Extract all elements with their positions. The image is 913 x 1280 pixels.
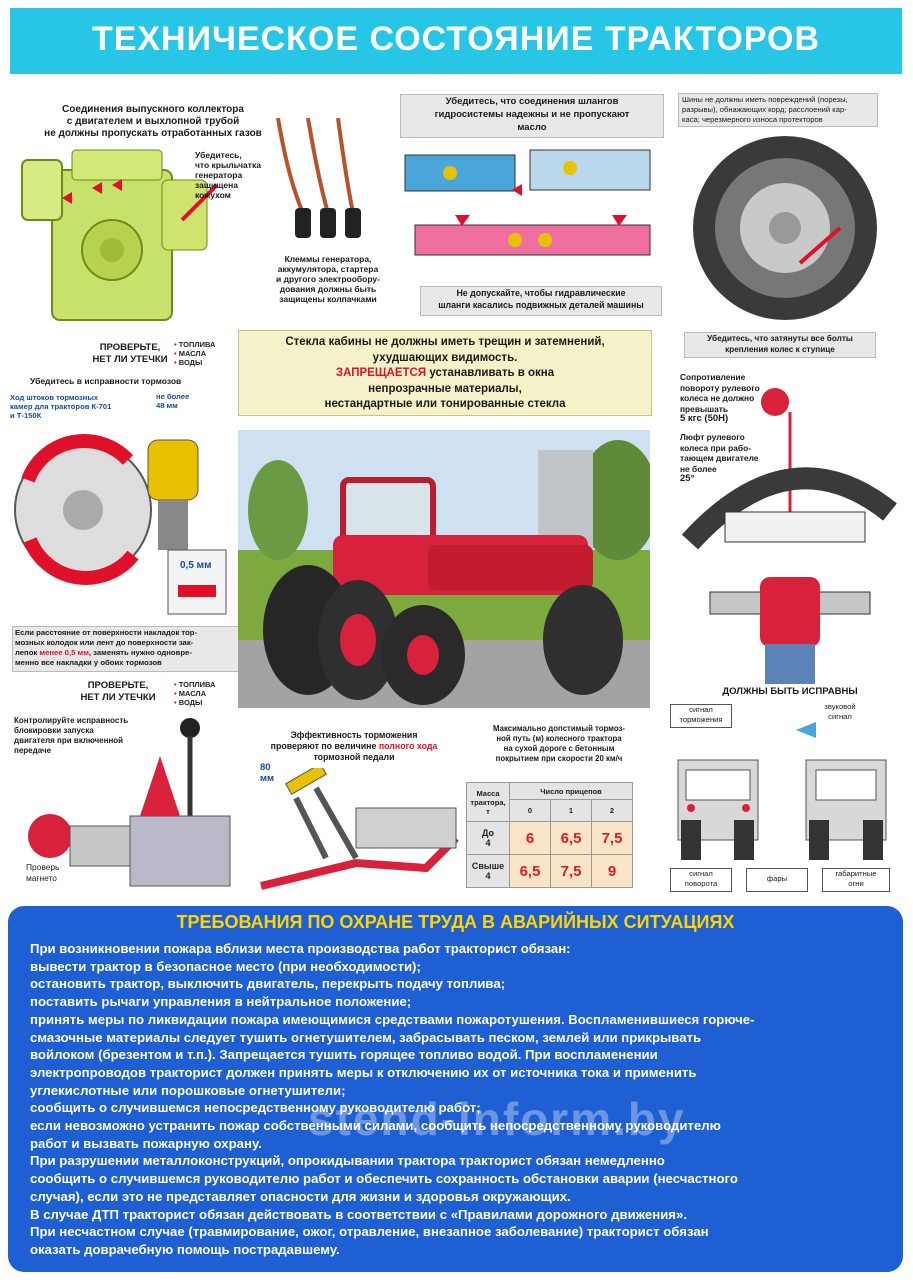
table-cell: 6,5 bbox=[550, 821, 592, 855]
tractor-photo bbox=[238, 430, 650, 708]
tyre-illustration bbox=[693, 136, 877, 320]
emergency-line: поставить рычаги управления в нейтрально… bbox=[30, 994, 412, 1010]
emergency-line: сообщить о случившемся непосредственному… bbox=[30, 1100, 481, 1116]
hydraulic-illustration bbox=[400, 149, 662, 278]
lining-caption: Если расстояние от поверхности накладок … bbox=[12, 626, 240, 672]
emergency-line: электропроводов тракторист должен принят… bbox=[30, 1064, 697, 1080]
leak-legend-bottom: • ТОПЛИВА • МАСЛА • ВОДЫ bbox=[174, 680, 216, 707]
title-bar: ТЕХНИЧЕСКОЕ СОСТОЯНИЕ ТРАКТОРОВ bbox=[10, 8, 902, 74]
emergency-line: принять меры по ликвидации пожара имеющи… bbox=[30, 1011, 755, 1027]
pedal-illustration bbox=[260, 768, 459, 890]
watermark: stend-inform.by bbox=[308, 1093, 686, 1145]
emergency-line: При несчастном случае (травмирование, ож… bbox=[30, 1224, 709, 1240]
trailer-count: 2 bbox=[591, 799, 633, 822]
brake-illustration bbox=[14, 434, 227, 615]
emergency-title: ТРЕБОВАНИЯ ПО ОХРАНЕ ТРУДА В АВАРИЙНЫХ С… bbox=[176, 912, 735, 932]
emergency-panel: ТРЕБОВАНИЯ ПО ОХРАНЕ ТРУДА В АВАРИЙНЫХ С… bbox=[8, 906, 903, 1272]
trailer-count: 1 bbox=[550, 799, 592, 822]
table-cell: 9 bbox=[591, 854, 633, 888]
emergency-line: работ и вызвать пожарную охрану. bbox=[30, 1135, 262, 1151]
brakes-check-caption: Убедитесь в исправности тормозов bbox=[30, 376, 182, 386]
max-brake-caption: Максимально допстимый тормоз-ной путь (м… bbox=[493, 724, 625, 763]
emergency-line: В случае ДТП тракторист обязан действова… bbox=[30, 1206, 687, 1222]
emergency-line: вывести трактор в безопасное место (при … bbox=[30, 958, 421, 974]
brake-eff-caption: Эффективность торможения проверяют по ве… bbox=[270, 730, 438, 762]
table-cell: 6 bbox=[509, 821, 551, 855]
emergency-line: смазочные материалы следует тушить огнет… bbox=[30, 1029, 702, 1045]
gap-label: 0,5 мм bbox=[180, 560, 212, 571]
must-work-caption: ДОЛЖНЫ БЫТЬ ИСПРАВНЫ bbox=[722, 686, 858, 697]
gearbox-illustration bbox=[28, 718, 231, 887]
clamps-caption: Клеммы генератора,аккумулятора, стартера… bbox=[276, 254, 380, 304]
emergency-line: остановить трактор, выключить двигатель,… bbox=[30, 976, 506, 992]
emergency-line: случая), если это не представляет опасно… bbox=[30, 1188, 571, 1204]
emergency-text: При возникновении пожара вблизи места пр… bbox=[30, 940, 892, 1259]
check-leaks-bottom: ПРОВЕРЬТЕ,НЕТ ЛИ УТЕЧКИ bbox=[80, 680, 156, 703]
steering-illustration bbox=[681, 388, 897, 684]
trailer-count: 0 bbox=[509, 799, 551, 822]
lights-illustration bbox=[677, 722, 887, 860]
table-cell: 7,5 bbox=[591, 821, 633, 855]
glass-notice: Стекла кабины не должны иметь трещин и з… bbox=[238, 330, 652, 416]
emergency-line: углекислотные или порошковые огнетушител… bbox=[30, 1082, 346, 1098]
table-cell: 6,5 bbox=[509, 854, 551, 888]
tyres-caption: Шины не должны иметь повреждений (порезы… bbox=[678, 93, 878, 127]
cables-illustration bbox=[276, 118, 361, 238]
table-cell: 7,5 bbox=[550, 854, 592, 888]
engine-illustration bbox=[21, 149, 219, 321]
trailers-header: Число прицепов bbox=[509, 782, 633, 800]
emergency-line: При разрушении металлоконструкций, опрок… bbox=[30, 1153, 665, 1169]
emergency-line: При возникновении пожара вблизи места пр… bbox=[30, 941, 571, 956]
emergency-line: если невозможно устранить пожар собствен… bbox=[30, 1118, 721, 1134]
emergency-line: оказать доврачебную помощь пострадавшему… bbox=[30, 1241, 340, 1257]
check-leaks-top: ПРОВЕРЬТЕ,НЕТ ЛИ УТЕЧКИ bbox=[92, 342, 168, 365]
page-title: ТЕХНИЧЕСКОЕ СОСТОЯНИЕ ТРАКТОРОВ bbox=[91, 20, 821, 58]
leak-legend-top: • ТОПЛИВА • МАСЛА • ВОДЫ bbox=[174, 340, 216, 367]
headlights-label: фары bbox=[746, 868, 808, 892]
emergency-line: войлоком (брезентом и т.п.). Запрещается… bbox=[30, 1047, 658, 1063]
emergency-line: сообщить о случившемся руководителю рабо… bbox=[30, 1171, 738, 1187]
